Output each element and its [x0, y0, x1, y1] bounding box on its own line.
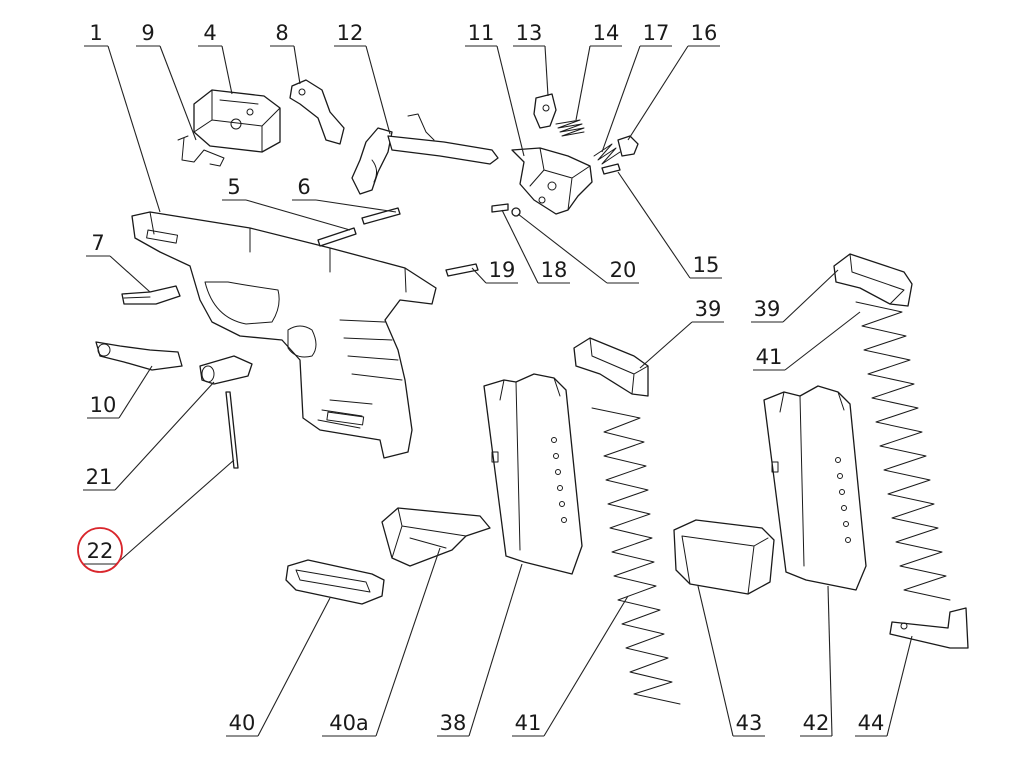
callout-39-middle: 39 — [695, 297, 722, 321]
part-mag-release — [199, 355, 253, 385]
part-follower-right — [833, 253, 913, 307]
leader-line — [501, 209, 539, 284]
callout-20: 20 — [610, 258, 637, 282]
leader-line — [617, 171, 691, 279]
magazine-42-count-marks — [835, 457, 851, 543]
part-spring-14 — [555, 119, 585, 137]
callout-43: 43 — [736, 711, 763, 735]
leader-line — [782, 269, 839, 323]
leader-line — [109, 255, 151, 293]
callout-38: 38 — [440, 711, 467, 735]
callout-10: 10 — [90, 393, 117, 417]
part-magazine-42 — [763, 385, 867, 591]
leader-line — [697, 585, 734, 737]
part-pin-6 — [361, 207, 401, 225]
callout-40: 40 — [229, 711, 256, 735]
leader-line — [784, 311, 861, 371]
callout-21: 21 — [86, 465, 113, 489]
leader-line — [575, 45, 591, 121]
leader-line — [245, 199, 351, 231]
part-spring-17 — [593, 143, 621, 165]
callout-5: 5 — [227, 175, 240, 199]
leader-line — [471, 267, 487, 284]
callout-41-middle: 41 — [515, 711, 542, 735]
callout-40a: 40a — [329, 711, 369, 735]
callout-17: 17 — [643, 21, 670, 45]
callout-11: 11 — [468, 21, 495, 45]
callout-15: 15 — [693, 253, 720, 277]
callout-39-right: 39 — [754, 297, 781, 321]
leader-line — [517, 213, 608, 284]
callout-4: 4 — [203, 21, 216, 45]
leader-line — [468, 563, 523, 737]
part-rod-22 — [225, 391, 239, 469]
part-sear-housing — [511, 147, 593, 215]
leader-line — [543, 595, 629, 737]
leader-line — [293, 45, 301, 85]
leader-line — [827, 585, 833, 737]
part-base-plate-40 — [285, 559, 385, 605]
part-pin-15 — [601, 163, 621, 175]
part-mag-spring-right — [855, 301, 951, 601]
part-mag-spring-middle — [591, 407, 681, 705]
callout-42: 42 — [803, 711, 830, 735]
part-frame — [131, 211, 437, 459]
leader-line — [107, 45, 161, 213]
part-takedown-lever — [95, 341, 183, 371]
leader-line — [221, 45, 233, 95]
callout-1: 1 — [89, 21, 102, 45]
leader-line — [601, 45, 641, 153]
callout-6: 6 — [297, 175, 310, 199]
part-plate-44 — [889, 607, 969, 649]
callout-8: 8 — [275, 21, 288, 45]
callout-13: 13 — [516, 21, 543, 45]
leader-line — [257, 597, 331, 737]
callout-labels: 1 9 4 8 12 11 13 14 17 16 5 6 7 10 21 22… — [86, 21, 885, 735]
leader-line — [115, 459, 235, 565]
part-plunger-cap — [617, 135, 639, 157]
leader-line — [365, 45, 391, 135]
callout-12: 12 — [337, 21, 364, 45]
part-pin-5 — [317, 227, 357, 247]
callout-7: 7 — [91, 231, 104, 255]
callout-19: 19 — [489, 258, 516, 282]
part-pin-18 — [491, 203, 509, 213]
callout-18: 18 — [541, 258, 568, 282]
leader-line — [639, 321, 693, 369]
part-housing-block — [193, 89, 281, 153]
leader-line — [315, 199, 397, 213]
part-lever-plate — [289, 79, 345, 145]
callout-14: 14 — [593, 21, 620, 45]
part-magazine-38 — [483, 373, 583, 575]
leader-line — [159, 45, 197, 141]
part-small-block — [533, 93, 557, 129]
callout-41-right: 41 — [756, 345, 783, 369]
leader-line — [118, 365, 153, 419]
part-slide-stop — [121, 285, 181, 305]
part-base-plate-40a — [381, 507, 491, 567]
leader-lines — [83, 45, 913, 737]
part-spring-wire — [177, 135, 225, 167]
leader-line — [627, 45, 689, 141]
leader-line — [886, 635, 913, 737]
callout-44: 44 — [858, 711, 885, 735]
magazine-38-count-marks — [551, 437, 567, 523]
leader-line — [114, 381, 215, 491]
highlight-circle — [77, 527, 123, 573]
callout-22: 22 — [87, 539, 114, 563]
part-pin-19 — [445, 263, 479, 277]
leader-line — [375, 547, 441, 737]
part-base-plate-43 — [673, 519, 775, 595]
callout-16: 16 — [691, 21, 718, 45]
leader-line — [544, 45, 549, 97]
part-trigger-bar — [351, 113, 499, 195]
part-follower-middle — [573, 337, 649, 397]
callout-9: 9 — [141, 21, 154, 45]
leader-line — [496, 45, 525, 157]
